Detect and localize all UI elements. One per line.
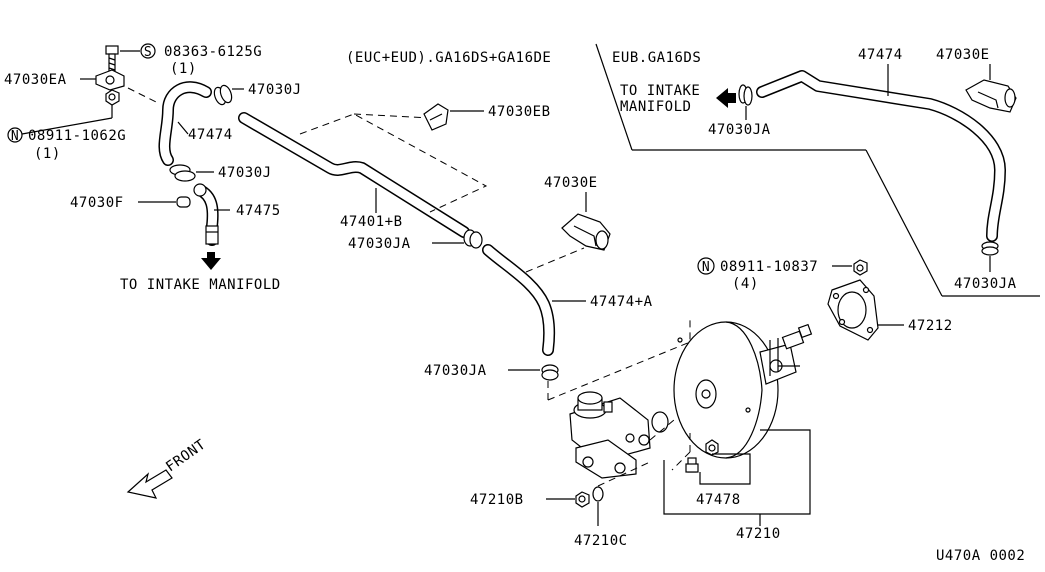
label-47030EA: 47030EA — [4, 72, 67, 88]
label-47401B: 47401+B — [340, 214, 403, 230]
label-nut-qty-2: (4) — [732, 276, 759, 292]
label-47030JA-low: 47030JA — [424, 363, 487, 379]
pipe-47401b-icon — [238, 112, 470, 238]
pipe-47475-icon — [193, 183, 219, 246]
o-ring-icon — [651, 411, 669, 433]
label-bolt-qty: (1) — [170, 61, 197, 77]
nut-icon — [853, 259, 868, 276]
label-47030F: 47030F — [70, 195, 124, 211]
arrow-left-icon — [716, 88, 736, 108]
front-arrow-icon — [126, 469, 173, 499]
label-47212: 47212 — [908, 318, 953, 334]
clamp-icon — [463, 229, 483, 249]
nut-icon — [575, 491, 590, 508]
label-47210: 47210 — [736, 526, 781, 542]
label-47030JA-right-bottom: 47030JA — [954, 276, 1017, 292]
s-symbol-label: S — [144, 45, 152, 60]
label-08911-1062G: 08911-1062G — [28, 128, 126, 144]
label-to-intake-manifold: TO INTAKE MANIFOLD — [120, 277, 281, 293]
label-front: FRONT — [163, 437, 209, 476]
s-symbol-icon — [140, 43, 156, 59]
clamp-icon — [981, 241, 999, 256]
label-nut-qty: (1) — [34, 146, 61, 162]
nut-icon — [105, 89, 120, 106]
label-variant-right: EUB.GA16DS — [612, 50, 701, 66]
bolt-icon — [705, 439, 719, 456]
label-47210C: 47210C — [574, 533, 628, 549]
label-47474-right: 47474 — [858, 47, 903, 63]
bracket-clip-icon — [95, 69, 125, 91]
label-variant-left: (EUC+EUD).GA16DS+GA16DE — [346, 50, 551, 66]
n-symbol-icon — [7, 127, 23, 143]
label-08363-6125G: 08363-6125G — [164, 44, 262, 60]
clamp-icon — [169, 164, 196, 182]
label-47030J-bottom: 47030J — [218, 165, 272, 181]
label-47030E-right: 47030E — [936, 47, 990, 63]
master-cylinder-icon — [569, 391, 651, 479]
label-to-intake-right-1: TO INTAKE — [620, 83, 700, 99]
n-symbol-label: N — [11, 129, 19, 144]
label-47030E-mid: 47030E — [544, 175, 598, 191]
hose-47474-right-icon — [756, 70, 1006, 242]
hose-47474-left-icon — [158, 81, 212, 166]
clamp-icon — [541, 364, 559, 381]
label-47030J-top: 47030J — [248, 82, 302, 98]
clip-47030eb-icon — [423, 103, 449, 131]
label-47030EB: 47030EB — [488, 104, 551, 120]
arrow-down-icon — [201, 252, 221, 270]
brake-booster-icon — [673, 321, 813, 459]
fitting-icon — [176, 196, 191, 208]
label-47210B: 47210B — [470, 492, 524, 508]
label-47478: 47478 — [696, 492, 741, 508]
label-47474-left: 47474 — [188, 127, 233, 143]
label-to-intake-right-2: MANIFOLD — [620, 99, 691, 115]
label-47030JA-mid: 47030JA — [348, 236, 411, 252]
label-47474A: 47474+A — [590, 294, 653, 310]
washer-icon — [592, 486, 604, 502]
clamp-icon — [213, 84, 233, 106]
label-47030JA-right-top: 47030JA — [708, 122, 771, 138]
n-symbol-icon — [697, 257, 715, 275]
clip-47030e-right-icon — [965, 79, 1017, 113]
gasket-47212-icon — [827, 279, 879, 341]
label-47475: 47475 — [236, 203, 281, 219]
clip-47030e-icon — [561, 213, 611, 251]
n-symbol-label-2: N — [702, 260, 710, 275]
label-08911-10837: 08911-10837 — [720, 259, 818, 275]
hose-47474a-icon — [482, 244, 556, 356]
bolt-icon — [685, 457, 699, 473]
diagram-code: U470A 0002 — [936, 548, 1025, 564]
clamp-icon — [738, 84, 753, 106]
